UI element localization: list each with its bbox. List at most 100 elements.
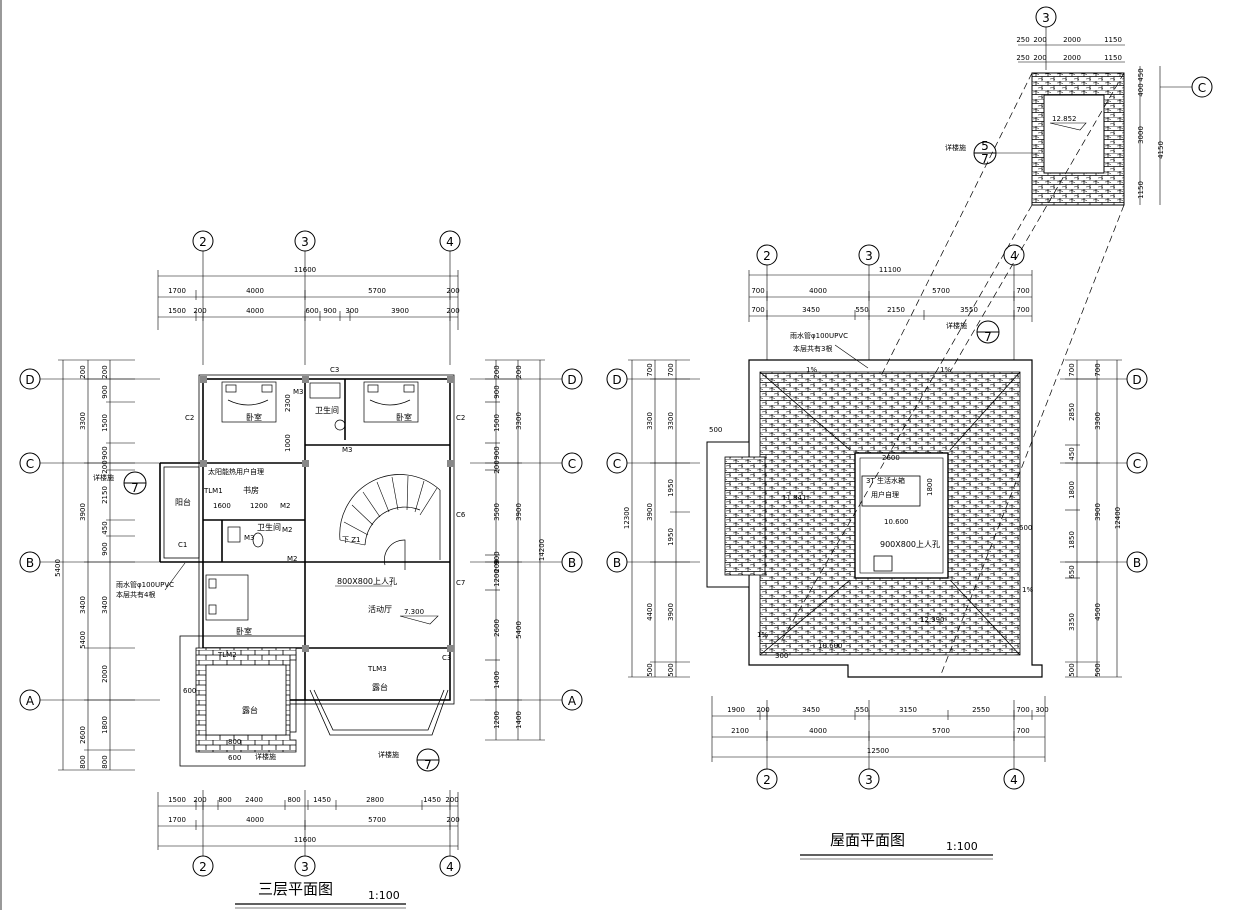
bottom-dim2-1: 1700 [168,816,186,824]
svg-text:B: B [26,556,34,570]
roof-top-dim2-3: 550 [855,306,868,314]
roof-top-dim2-1: 700 [751,306,764,314]
roof-bottom-dim-6: 2550 [972,706,990,714]
roof-see-detail: 详楼施 [946,321,967,330]
left-dim2-8: 900 [101,542,109,555]
roof-right-dim-3: 3900 [1094,503,1102,521]
top-dim-2: 4000 [246,287,264,295]
tag-tlm1: TLM1 [203,487,223,495]
detail-dim-r4: 1150 [1137,181,1145,199]
roof-slope-3: 1% [1022,586,1033,594]
roof-axis-D-left: D [606,368,628,390]
see-detail-note: 详楼施 [93,473,114,482]
svg-text:7: 7 [424,758,432,772]
roof-left-dim2-3: 1950 [667,479,675,497]
detail-dim-a4: 1150 [1104,36,1122,44]
dim-1600: 1600 [213,502,231,510]
svg-text:3: 3 [865,249,873,263]
svg-text:A: A [568,694,577,708]
left-dim2-3: 1500 [101,414,109,432]
see-detail-note-2: 详楼施 [378,750,399,759]
roof-elev-3: 12.390 [920,616,945,624]
roof-axis-2-top: 2 [756,244,778,266]
dim-800: 800 [228,738,241,746]
roof-drain-leader [834,344,869,369]
dim-2300: 2300 [284,394,292,412]
roof-left-dim2-4: 1950 [667,528,675,546]
top-dim2-3: 4000 [246,307,264,315]
right-dim-5: 1400 [515,711,523,729]
terrace-tiled-roof [195,647,297,753]
axis-C-right-marker: C [561,452,583,474]
right-dim2-5: 200 [493,460,501,473]
roof-outline [706,359,1043,678]
roof-bottom-dim-1: 1900 [727,706,745,714]
svg-text:3: 3 [865,773,873,787]
left-dim-4: 3400 [79,596,87,614]
svg-text:7: 7 [981,152,989,166]
detail-axis-3-marker: 3 [1035,6,1057,28]
roof-elev-2: 10.600 [884,518,909,526]
tag-c3: C3 [330,366,339,374]
left-dim2-11: 1800 [101,716,109,734]
stair-down-label: 下 Z1 [342,536,360,544]
roof-detail-callout: 7 [976,320,1000,344]
room-label-toilet-1: 卫生间 [315,405,339,415]
svg-text:7: 7 [131,481,139,495]
right-dim2-2: 900 [493,385,501,398]
axis-2-bottom-marker: 2 [192,855,214,877]
top-total-dim: 11600 [294,266,316,274]
detail-dim-r2: 400 [1137,83,1145,96]
detail-dim-b3: 2000 [1063,54,1081,62]
roof-slope-4: 1% [757,631,768,639]
roof-dim-600: 600 [1019,524,1032,532]
elevation-marker [399,615,439,625]
elevation-label: 7.300 [404,608,424,616]
roof-left-dim-5: 500 [646,663,654,676]
svg-text:B: B [568,556,576,570]
tag-c2-right: C2 [456,414,465,422]
roof-left-dim-3: 3900 [646,503,654,521]
roof-top-dim2-4: 2150 [887,306,905,314]
roof-slope-1: 1% [806,366,817,374]
roof-axis-B-left: B [606,551,628,573]
tag-c6: C6 [456,511,466,519]
roof-bottom-dim-4: 550 [855,706,868,714]
left-dim-1: 200 [79,365,87,378]
room-label-balcony: 阳台 [175,497,191,507]
left-dim2-1: 200 [101,365,109,378]
roof-dim-500: 500 [709,426,722,434]
roof-bottom-dimension-lines [711,696,1046,762]
roof-top-dim2-6: 700 [1016,306,1029,314]
right-dim2-11: 1400 [493,671,501,689]
room-label-bedroom-3: 卧室 [236,626,252,636]
detail-see-note: 详楼施 [945,143,966,152]
detail-dim-r1: 450 [1137,68,1145,81]
left-dim-5: 2600 [79,726,87,744]
roof-dim-300: 300 [775,652,788,660]
svg-text:B: B [613,556,621,570]
roof-left-dim2-1: 700 [667,363,675,376]
tag-c3-b: C3 [442,654,451,662]
bottom-dim2-3: 5700 [368,816,386,824]
svg-text:2: 2 [199,860,207,874]
svg-text:D: D [612,373,621,387]
left-dim2-7: 450 [101,521,109,534]
bed-icon [363,381,419,423]
bed-icon [221,381,277,423]
roof-axis-C-left: C [606,452,628,474]
right-dim-1: 200 [515,365,523,378]
roof-top-dim-4: 700 [1016,287,1029,295]
roof-right-dim2-5: 1850 [1068,531,1076,549]
svg-text:D: D [1132,373,1141,387]
svg-text:C: C [613,457,621,471]
top-dim-1: 1700 [168,287,186,295]
projection-lines [781,72,1125,678]
bottom-total-dim: 11600 [294,836,316,844]
roof-left-dim-1: 700 [646,363,654,376]
tag-c7: C7 [456,579,465,587]
bed-icon [205,574,249,621]
right-dim-3: 3900 [515,503,523,521]
roof-bottom-dim-8: 300 [1035,706,1048,714]
